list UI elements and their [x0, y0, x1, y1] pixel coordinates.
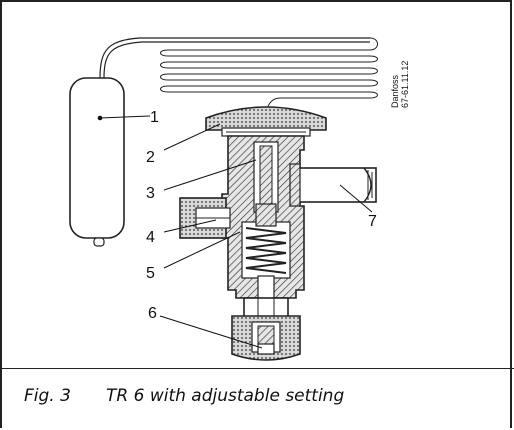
callout-5: 5 [146, 265, 155, 282]
figure-caption: Fig. 3 TR 6 with adjustable setting [24, 386, 344, 406]
sensor-bulb [69, 77, 125, 247]
callout-1: 1 [150, 109, 159, 126]
leader-2 [163, 123, 221, 151]
leader-lines [99, 115, 373, 349]
setting-cap [231, 297, 301, 361]
figure-number: Fig. 3 [24, 386, 71, 406]
figure-title: TR 6 with adjustable setting [106, 386, 345, 406]
valve-body [221, 135, 305, 301]
callout-2: 2 [146, 149, 155, 166]
callout-4: 4 [146, 229, 155, 246]
capillary-coil [160, 37, 378, 113]
caption-divider [0, 368, 514, 369]
leader-7 [339, 184, 373, 213]
outlet-connection [289, 163, 377, 207]
callout-6: 6 [148, 305, 157, 322]
callout-3: 3 [146, 185, 155, 202]
drawing-code-number: 67-61.11.12 [400, 61, 410, 108]
leader-3 [163, 159, 257, 191]
leader-5 [163, 231, 241, 269]
leader-4 [163, 219, 217, 233]
diaphragm-head [205, 106, 327, 137]
valve-diagram: 1 2 3 4 5 6 7 Danfoss 67-61.11.12 [69, 37, 410, 361]
leader-1 [99, 115, 151, 119]
capillary-tube [99, 37, 370, 79]
leader-6 [159, 315, 263, 349]
drawing-code-brand: Danfoss [390, 74, 400, 108]
inlet-fitting [179, 197, 231, 239]
drawing-code: Danfoss 67-61.11.12 [390, 61, 410, 108]
callout-7: 7 [368, 213, 377, 230]
